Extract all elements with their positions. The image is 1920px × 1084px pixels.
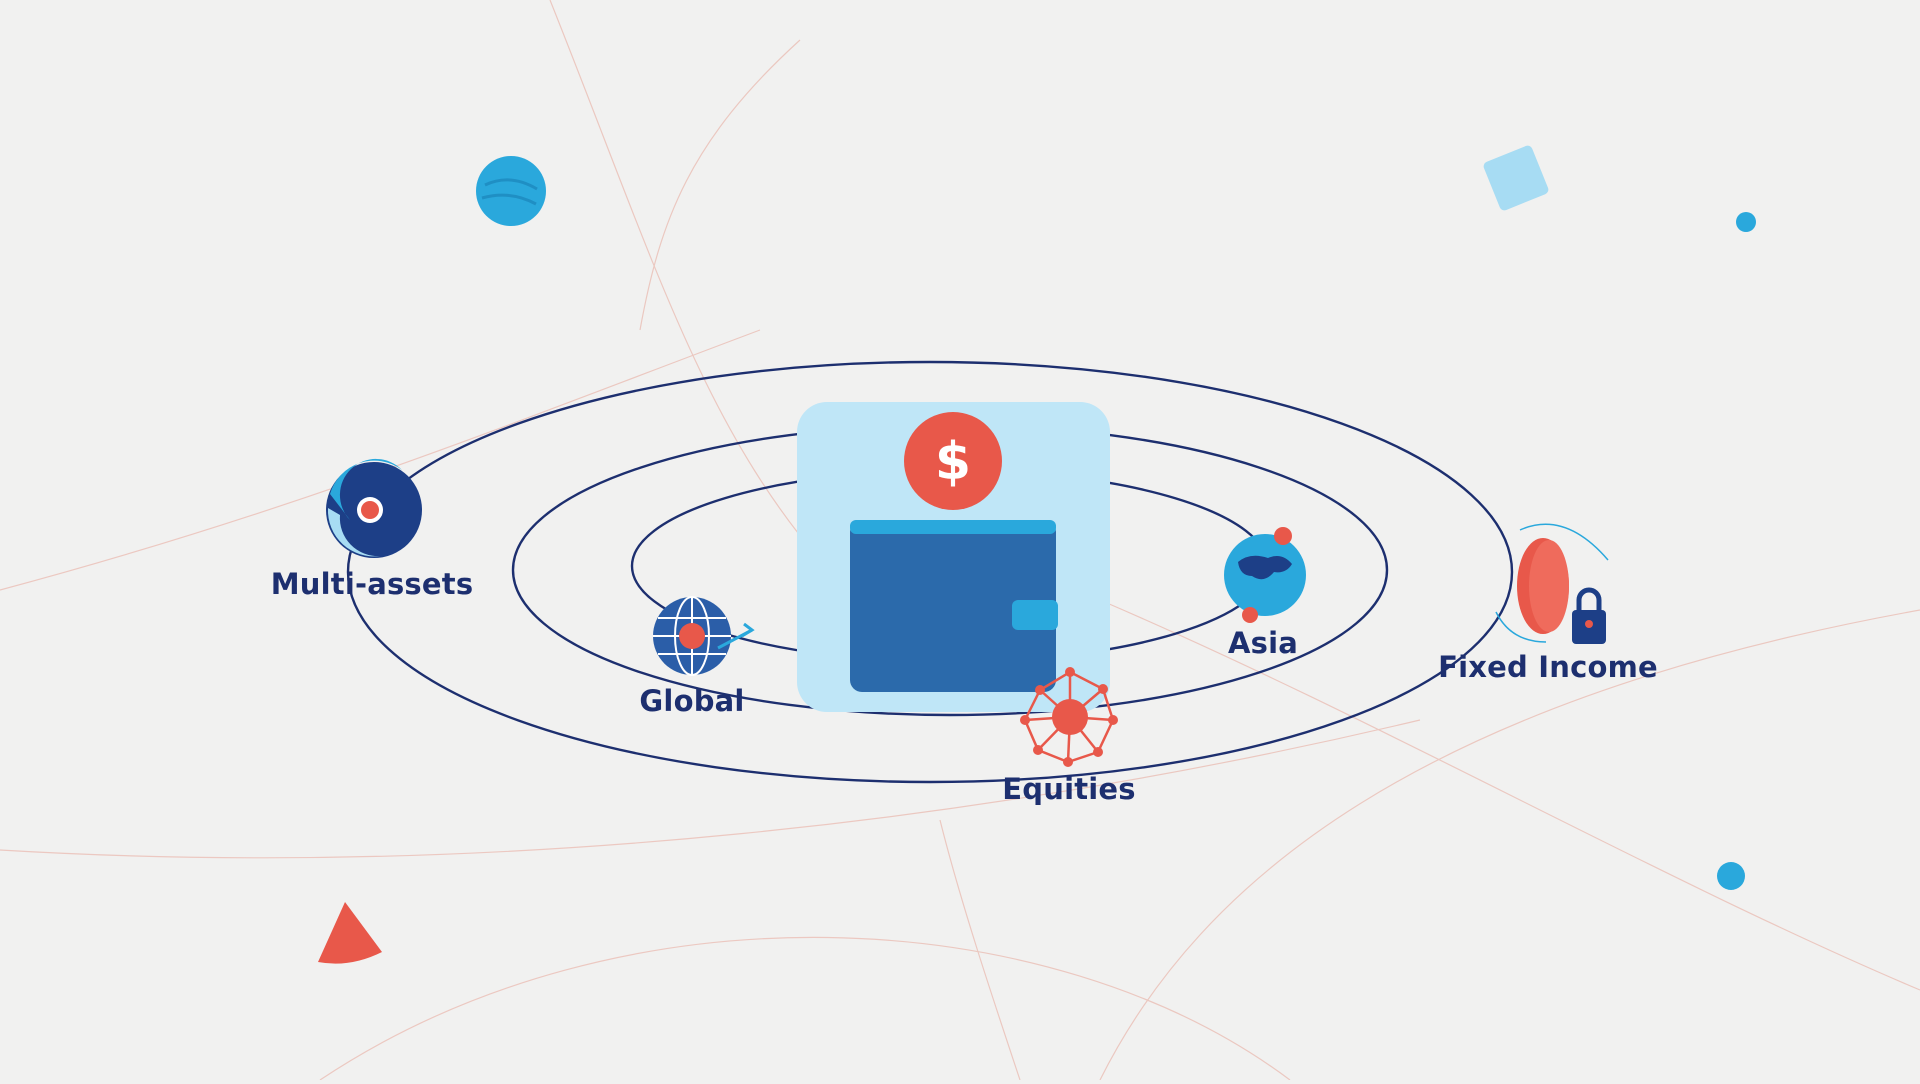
- node-label-asia: Asia: [1227, 626, 1299, 660]
- asia-globe-icon: [1224, 527, 1306, 623]
- globe-icon: [653, 596, 755, 676]
- node-label-equities: Equities: [1002, 772, 1136, 806]
- light-cube-decoration: [1483, 145, 1549, 211]
- node-label-fixed-income: Fixed Income: [1438, 650, 1658, 684]
- small-dot-decoration: [1736, 212, 1756, 232]
- coin-lock-icon: [1495, 523, 1609, 644]
- node-label-multi-assets: Multi-assets: [270, 567, 474, 601]
- wallet-node: $: [797, 402, 1110, 712]
- coral-cone-decoration: [318, 902, 382, 964]
- small-dot-decoration-lower: [1717, 862, 1745, 890]
- blue-sphere-decoration: [476, 156, 546, 226]
- sphere-texture: [481, 178, 538, 206]
- center-dollar-symbol: $: [935, 432, 971, 492]
- outer-orbit: [346, 360, 1514, 784]
- swirl-planet-icon: [326, 458, 422, 558]
- node-label-global: Global: [639, 684, 745, 718]
- network-dollar-icon: [1020, 667, 1118, 767]
- dollar-coin-icon: [904, 412, 1002, 510]
